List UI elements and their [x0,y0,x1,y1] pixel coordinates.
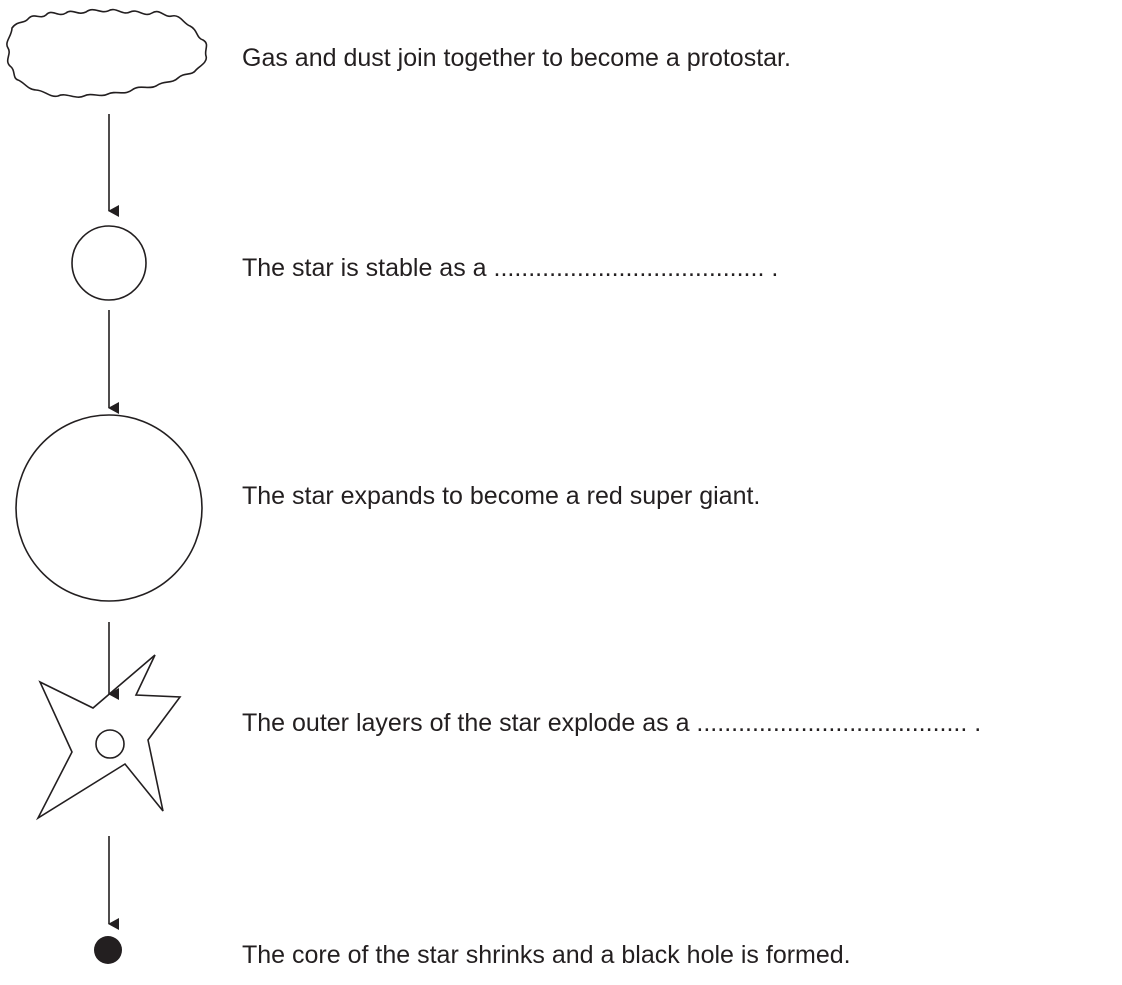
large-circle-icon [15,414,203,602]
stage-2-text: The star is stable as a ................… [242,254,779,282]
black-dot-icon [94,936,122,964]
cloud-icon [6,8,208,98]
stage-4-text: The outer layers of the star explode as … [242,709,982,737]
stage-3-text: The star expands to become a red super g… [242,482,761,510]
explosion-star-icon [35,654,182,821]
small-circle-icon [71,225,147,301]
stage-1-text: Gas and dust join together to become a p… [242,44,791,72]
stage-5-text: The core of the star shrinks and a black… [242,941,851,969]
